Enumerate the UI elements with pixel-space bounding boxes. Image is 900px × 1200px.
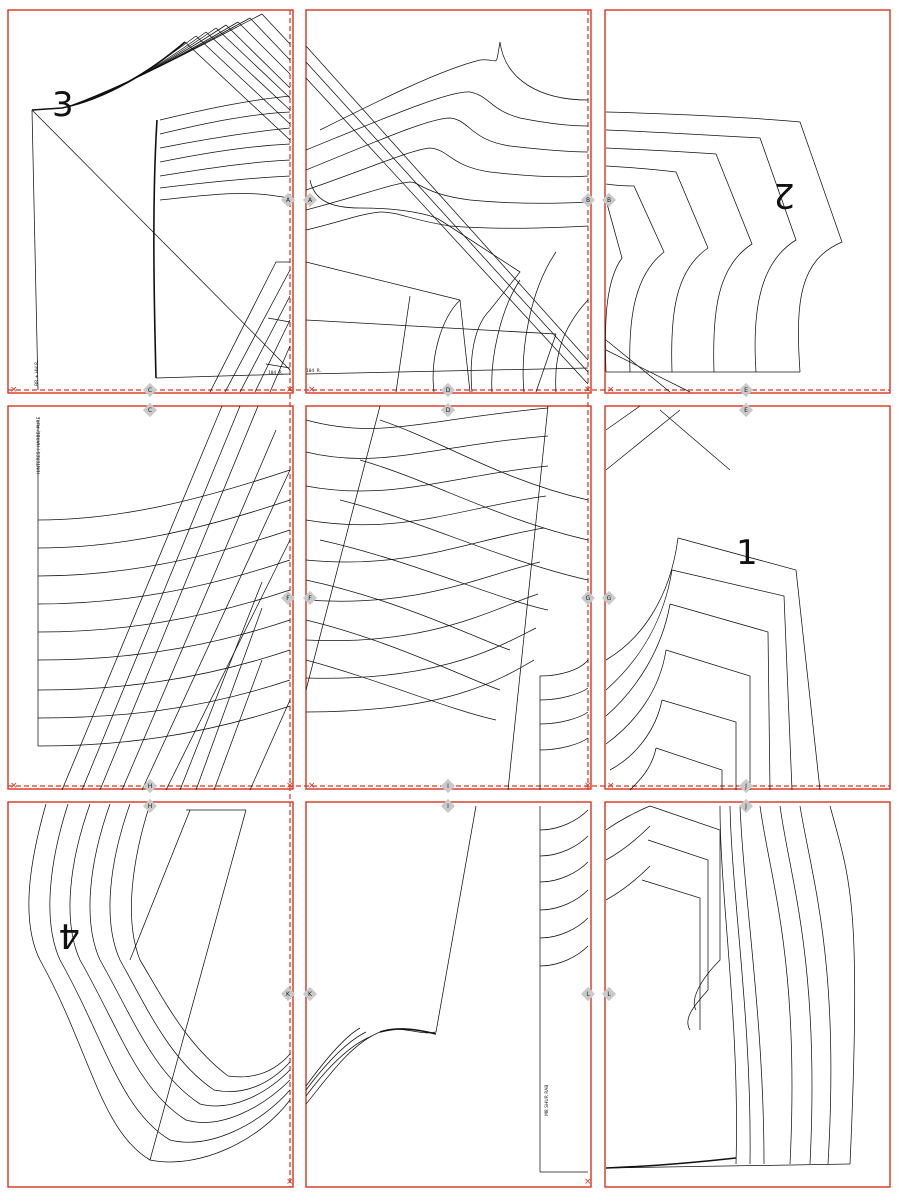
crop-mark: × — [308, 781, 316, 791]
svg-text:K: K — [286, 991, 291, 998]
tile-9 — [604, 801, 891, 1188]
svg-text:G: G — [586, 595, 591, 602]
join-marker: A — [302, 192, 318, 208]
vertical-note: HINTERES / HARBE/ PURE — [36, 417, 42, 474]
size-row-label-2: 104 R. — [306, 368, 322, 374]
tile-6 — [604, 405, 891, 790]
join-marker: F — [302, 590, 318, 606]
join-marker: F — [280, 590, 296, 606]
svg-text:J: J — [744, 783, 747, 790]
piece-number-4: 4 — [58, 915, 80, 955]
crop-mark: × — [286, 385, 294, 395]
tile-2 — [305, 9, 592, 394]
join-marker: H — [142, 798, 158, 814]
tile-4 — [7, 405, 294, 790]
tile-7 — [7, 801, 294, 1188]
join-marker: G — [580, 590, 596, 606]
overlap-lines — [8, 10, 890, 1187]
join-marker: D — [440, 402, 456, 418]
crop-marks: × × × × × × × × × × × × — [10, 385, 615, 1187]
vertical-note-2: M8 SHUR RAB — [544, 1085, 550, 1116]
svg-text:B: B — [586, 197, 590, 204]
piece-1-upper — [305, 405, 589, 791]
join-marker: L — [580, 986, 596, 1002]
svg-text:I: I — [447, 803, 449, 810]
svg-text:E: E — [744, 387, 748, 394]
crop-mark: × — [308, 385, 316, 395]
size-row-label: 104 R. — [268, 370, 284, 376]
svg-text:H: H — [148, 783, 153, 790]
crop-mark: × — [10, 781, 18, 791]
crop-mark: × — [607, 385, 615, 395]
svg-text:C: C — [148, 387, 152, 394]
svg-text:B: B — [607, 197, 611, 204]
crop-mark: × — [584, 385, 592, 395]
join-marker: K — [280, 986, 296, 1002]
svg-text:L: L — [607, 991, 611, 998]
join-marker: E — [738, 402, 754, 418]
join-marker: I — [440, 778, 456, 794]
svg-text:K: K — [308, 991, 313, 998]
join-marker: A — [280, 192, 296, 208]
crop-mark: × — [286, 781, 294, 791]
svg-text:H: H — [148, 803, 153, 810]
piece-1-bottom — [605, 805, 856, 1169]
tile-8 — [305, 801, 592, 1188]
piece-3 — [31, 13, 291, 393]
svg-text:D: D — [446, 407, 451, 414]
grainline-label: BR + HH R. — [34, 361, 40, 386]
piece-3-lower — [37, 405, 291, 791]
svg-text:D: D — [446, 387, 451, 394]
join-marker: K — [302, 986, 318, 1002]
join-marker: H — [142, 778, 158, 794]
join-marker: G — [601, 590, 617, 606]
crop-mark: × — [607, 781, 615, 791]
piece-2-neck — [305, 41, 589, 393]
piece-4 — [28, 803, 291, 1163]
svg-text:A: A — [286, 197, 291, 204]
svg-text:J: J — [744, 803, 747, 810]
crop-mark: × — [286, 1177, 294, 1187]
svg-text:E: E — [744, 407, 748, 414]
piece-2 — [604, 111, 843, 393]
svg-text:F: F — [308, 595, 312, 602]
svg-text:A: A — [308, 197, 313, 204]
join-marker: J — [738, 778, 754, 794]
tile-5 — [305, 405, 592, 790]
join-marker: B — [601, 192, 617, 208]
piece-1 — [605, 405, 821, 791]
svg-text:I: I — [447, 783, 449, 790]
join-marker: C — [142, 402, 158, 418]
tile-3 — [604, 9, 891, 394]
join-marker: L — [601, 986, 617, 1002]
join-marker: C — [142, 382, 158, 398]
svg-text:G: G — [607, 595, 612, 602]
join-marker: E — [738, 382, 754, 398]
piece-1-hem — [305, 805, 589, 1173]
piece-number-2: 2 — [773, 175, 795, 215]
svg-text:C: C — [148, 407, 152, 414]
tile-markers: A A B B C C D D E E F F G G H H I I J J K K L L — [142, 192, 754, 1002]
join-marker: I — [440, 798, 456, 814]
tile-frames — [7, 9, 891, 1188]
piece-number-1: 1 — [736, 533, 758, 573]
crop-mark: × — [584, 781, 592, 791]
crop-mark: × — [584, 1177, 592, 1187]
join-marker: J — [738, 798, 754, 814]
svg-text:F: F — [286, 595, 290, 602]
join-marker: D — [440, 382, 456, 398]
crop-mark: × — [10, 385, 18, 395]
join-marker: B — [580, 192, 596, 208]
piece-number-3: 3 — [52, 85, 74, 125]
svg-text:L: L — [586, 991, 590, 998]
